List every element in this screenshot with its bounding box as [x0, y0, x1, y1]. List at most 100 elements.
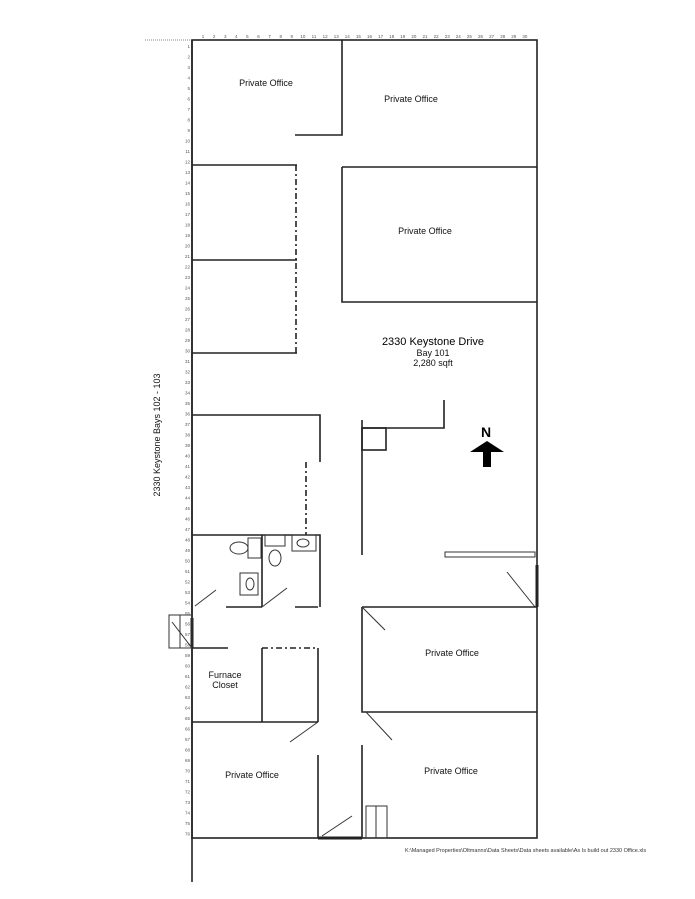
- column-tick: 7: [268, 34, 271, 39]
- row-tick: 50: [185, 559, 191, 564]
- row-tick: 42: [185, 475, 191, 480]
- row-tick: 67: [185, 737, 191, 742]
- row-tick: 33: [185, 380, 191, 385]
- column-tick: 27: [489, 34, 495, 39]
- row-tick: 62: [185, 685, 191, 690]
- row-tick: 3: [187, 65, 190, 70]
- column-tick: 24: [456, 34, 462, 39]
- area-label: 2,280 sqft: [413, 358, 453, 368]
- row-tick: 16: [185, 202, 191, 207]
- row-tick: 58: [185, 643, 191, 648]
- row-tick: 70: [185, 769, 191, 774]
- row-tick: 21: [185, 254, 191, 259]
- row-tick: 43: [185, 485, 191, 490]
- column-tick: 25: [467, 34, 473, 39]
- row-tick: 63: [185, 695, 191, 700]
- row-tick: 48: [185, 538, 191, 543]
- row-tick: 66: [185, 727, 191, 732]
- row-tick: 74: [185, 811, 191, 816]
- column-tick: 5: [246, 34, 249, 39]
- row-tick: 44: [185, 496, 191, 501]
- column-tick: 22: [434, 34, 440, 39]
- column-tick: 10: [300, 34, 306, 39]
- column-tick: 9: [291, 34, 294, 39]
- row-tick: 53: [185, 590, 191, 595]
- shower-icon: [239, 572, 259, 596]
- row-tick: 39: [185, 443, 191, 448]
- row-tick: 40: [185, 454, 191, 459]
- row-tick: 61: [185, 674, 191, 679]
- column-tick: 17: [378, 34, 384, 39]
- column-tick: 23: [445, 34, 451, 39]
- row-tick: 9: [187, 128, 190, 133]
- row-tick: 28: [185, 328, 191, 333]
- north-label: N: [481, 424, 491, 440]
- row-tick: 35: [185, 401, 191, 406]
- column-tick: 28: [500, 34, 506, 39]
- row-tick: 54: [185, 601, 191, 606]
- row-tick: 36: [185, 412, 191, 417]
- row-tick: 8: [187, 118, 190, 123]
- column-tick: 11: [312, 34, 317, 39]
- row-tick: 17: [185, 212, 191, 217]
- row-tick: 45: [185, 506, 191, 511]
- adjacent-bays-label: 2330 Keystone Bays 102 - 103: [152, 373, 162, 496]
- row-tick: 5: [187, 86, 190, 91]
- row-tick: 18: [185, 223, 191, 228]
- column-tick: 8: [279, 34, 282, 39]
- column-tick: 29: [511, 34, 517, 39]
- row-tick: 32: [185, 370, 191, 375]
- row-tick: 14: [185, 181, 191, 186]
- row-tick: 6: [187, 97, 190, 102]
- column-tick: 15: [356, 34, 362, 39]
- row-tick: 76: [185, 832, 191, 837]
- row-tick: 24: [185, 286, 191, 291]
- room-label: Furnace: [208, 670, 241, 680]
- column-tick: 20: [411, 34, 417, 39]
- sink-icon: [264, 534, 286, 547]
- row-tick: 25: [185, 296, 191, 301]
- building-outline: [191, 39, 538, 839]
- row-tick: 41: [185, 464, 191, 469]
- room-label: Closet: [212, 680, 238, 690]
- row-tick: 7: [187, 107, 190, 112]
- column-tick: 1: [202, 34, 205, 39]
- row-tick: 46: [185, 517, 191, 522]
- column-tick: 2: [213, 34, 216, 39]
- row-tick: 1: [187, 44, 190, 49]
- row-tick: 13: [185, 170, 191, 175]
- room-label: Private Office: [398, 226, 452, 236]
- toilet-icon: [268, 549, 282, 567]
- row-tick: 37: [185, 422, 191, 427]
- row-tick: 26: [185, 307, 191, 312]
- bay-label: Bay 101: [416, 348, 449, 358]
- row-tick: 10: [185, 139, 191, 144]
- room-label: Private Office: [425, 648, 479, 658]
- column-tick: 6: [257, 34, 260, 39]
- room-label: Private Office: [239, 78, 293, 88]
- room-label: Private Office: [225, 770, 279, 780]
- column-tick: 14: [345, 34, 351, 39]
- row-tick: 60: [185, 664, 191, 669]
- column-tick: 4: [235, 34, 238, 39]
- row-tick: 20: [185, 244, 191, 249]
- row-tick: 51: [185, 569, 191, 574]
- row-tick: 31: [185, 359, 191, 364]
- row-tick: 75: [185, 821, 191, 826]
- row-tick: 12: [185, 160, 191, 165]
- row-tick: 22: [185, 265, 191, 270]
- column-tick: 13: [334, 34, 340, 39]
- row-tick: 23: [185, 275, 191, 280]
- file-path-footer: K:\Managed Properties\Oltmanns\Data Shee…: [405, 848, 647, 854]
- column-tick: 19: [400, 34, 406, 39]
- column-tick: 26: [478, 34, 484, 39]
- row-tick: 73: [185, 800, 191, 805]
- column-tick: 30: [522, 34, 528, 39]
- row-tick: 38: [185, 433, 191, 438]
- row-tick: 55: [185, 611, 191, 616]
- column-tick: 12: [323, 34, 329, 39]
- row-tick: 57: [185, 632, 191, 637]
- walls: [168, 40, 539, 840]
- row-tick: 4: [187, 76, 190, 81]
